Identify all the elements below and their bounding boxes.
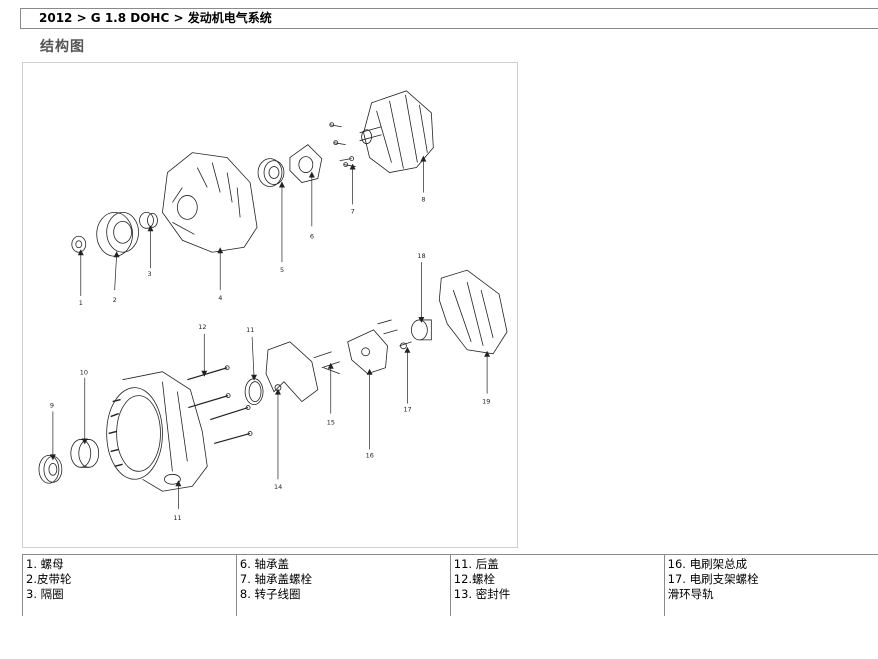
legend-column-3: 11. 后盖 12.螺栓 13. 密封件 xyxy=(449,554,665,616)
part-pulley xyxy=(96,211,139,257)
part-cap xyxy=(411,319,432,341)
alternator-exploded-svg: 1 2 3 4 5 6 7 8 9 10 11 11 12 14 15 16 1… xyxy=(38,90,508,522)
breadcrumb-text: 2012 > G 1.8 DOHC > 发动机电气系统 xyxy=(39,11,272,25)
legend-column-1: 1. 螺母 2.皮带轮 3. 隔圈 xyxy=(22,554,237,616)
legend-item: 17. 电刷支架螺栓 xyxy=(667,572,759,586)
part-bolts-15 xyxy=(313,351,340,375)
callout-12: 12 xyxy=(198,323,206,331)
part-brush-holder xyxy=(347,329,388,375)
part-brush-holder-bolts xyxy=(377,319,412,350)
callout-4: 4 xyxy=(218,294,222,302)
legend-item: 滑环导轨 xyxy=(667,587,714,601)
legend-column-2: 6. 轴承盖 7. 轴承盖螺栓 8. 转子线圈 xyxy=(235,554,451,616)
callout-8: 8 xyxy=(421,195,425,203)
legend-item: 3. 隔圈 xyxy=(26,587,64,601)
part-bearing-cover xyxy=(289,144,323,183)
callout-17: 17 xyxy=(403,406,411,414)
callout-leaders xyxy=(52,158,488,510)
part-rear-cover xyxy=(438,269,508,355)
page-title: 结构图 xyxy=(40,39,85,55)
legend-item: 7. 轴承盖螺栓 xyxy=(239,572,313,586)
part-front-housing xyxy=(162,152,258,253)
part-stator xyxy=(106,387,163,480)
callout-11-seal: 11 xyxy=(246,326,254,334)
callout-16: 16 xyxy=(366,451,374,459)
callout-18: 18 xyxy=(417,252,425,260)
legend-item: 6. 轴承盖 xyxy=(239,557,290,571)
legend-column-4: 16. 电刷架总成 17. 电刷支架螺栓 滑环导轨 xyxy=(663,554,878,616)
part-slip-ring-guide xyxy=(265,341,319,403)
part-rear-bearing xyxy=(38,454,63,484)
callout-5: 5 xyxy=(280,266,284,274)
part-rear-housing xyxy=(122,371,208,492)
legend-item: 16. 电刷架总成 xyxy=(667,557,748,571)
part-through-bolts xyxy=(187,365,253,445)
callout-10: 10 xyxy=(80,369,88,377)
part-seal xyxy=(244,378,264,405)
part-nut xyxy=(71,235,87,253)
exploded-view-diagram: 1 2 3 4 5 6 7 8 9 10 11 11 12 14 15 16 1… xyxy=(22,62,518,548)
part-front-bearing xyxy=(257,158,285,187)
legend-item: 1. 螺母 xyxy=(26,557,64,571)
callout-6: 6 xyxy=(310,232,314,240)
callout-7: 7 xyxy=(351,207,355,215)
legend-item: 11. 后盖 xyxy=(453,557,499,571)
callout-arrowheads xyxy=(49,155,491,487)
callout-9: 9 xyxy=(50,402,54,410)
callout-3: 3 xyxy=(148,270,152,278)
callout-15: 15 xyxy=(327,419,335,427)
part-rotor xyxy=(359,90,434,173)
parts-legend-table: 1. 螺母 2.皮带轮 3. 隔圈 6. 轴承盖 7. 轴承盖螺栓 8. 转子线… xyxy=(22,554,878,616)
legend-item: 2.皮带轮 xyxy=(26,572,72,586)
callout-19: 19 xyxy=(482,398,490,406)
callout-11: 11 xyxy=(173,514,181,522)
callout-2: 2 xyxy=(113,296,117,304)
callout-14: 14 xyxy=(274,483,282,491)
legend-row: 1. 螺母 2.皮带轮 3. 隔圈 6. 轴承盖 7. 轴承盖螺栓 8. 转子线… xyxy=(22,554,878,616)
legend-item: 8. 转子线圈 xyxy=(239,587,301,601)
breadcrumb: 2012 > G 1.8 DOHC > 发动机电气系统 xyxy=(20,8,878,29)
legend-item: 12.螺栓 xyxy=(453,572,496,586)
legend-item: 13. 密封件 xyxy=(453,587,511,601)
part-bearing-cover-bolts xyxy=(329,122,356,167)
callout-1: 1 xyxy=(79,299,83,307)
part-spacer xyxy=(139,211,158,229)
